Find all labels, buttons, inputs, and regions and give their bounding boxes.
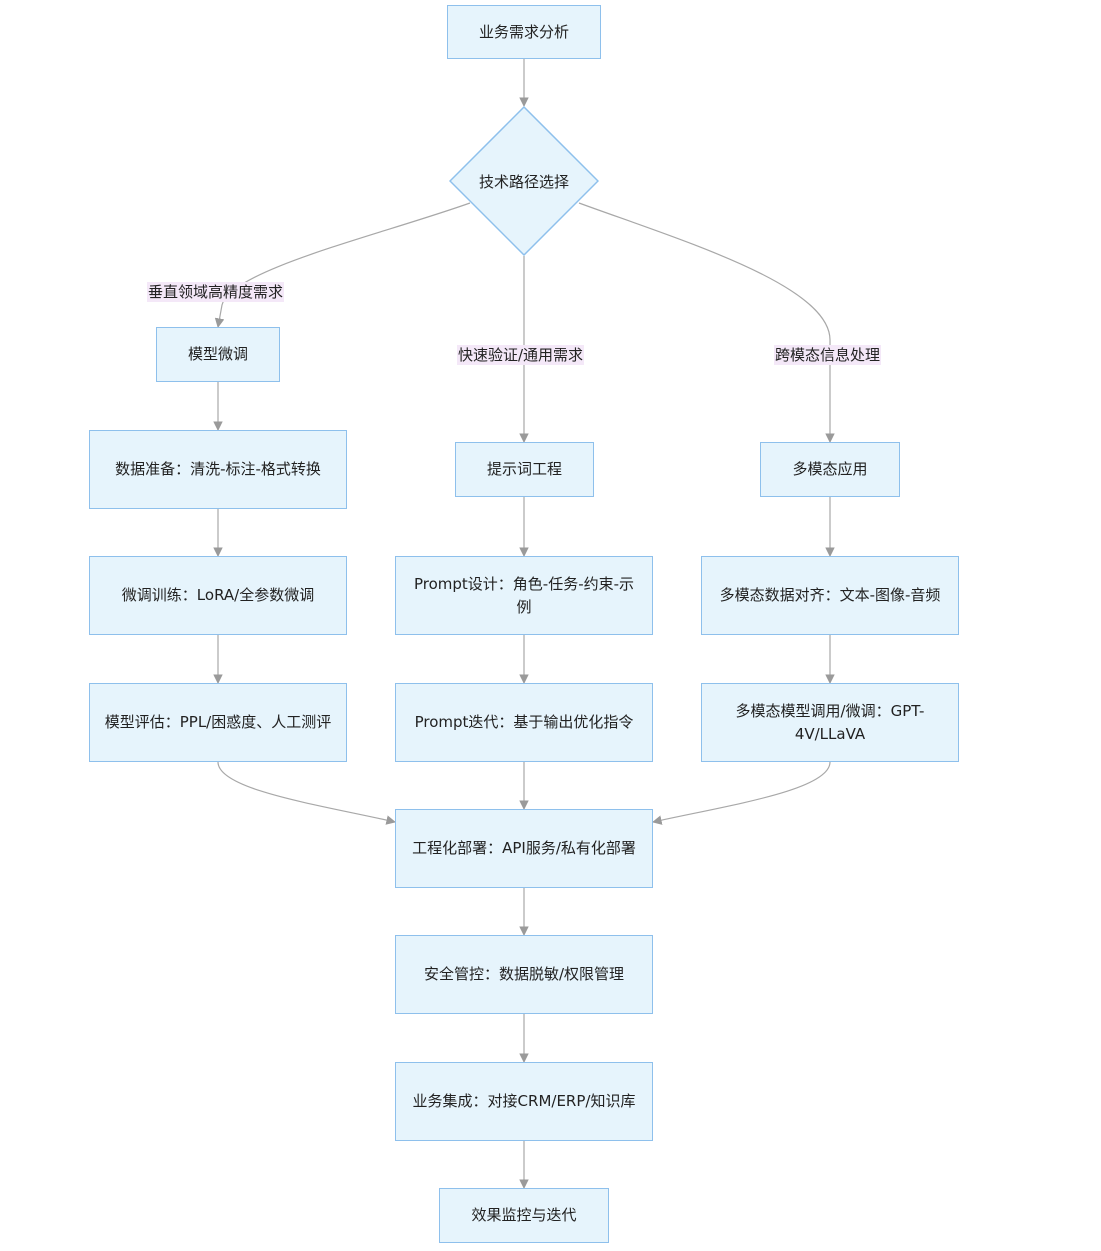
node-data-prep-label: 数据准备：清洗-标注-格式转换 [115,460,321,478]
edge-decision-finetune [214,202,471,328]
edge-decision-multi [578,202,835,443]
edge-fteval-deploy [217,761,396,825]
node-data-prep: 数据准备：清洗-标注-格式转换 [89,430,347,509]
decision-diamond-shape [449,106,599,256]
node-monitoring-label: 效果监控与迭代 [471,1206,577,1224]
node-finetune-label: 模型微调 [187,345,248,363]
node-business-analysis: 业务需求分析 [447,5,601,59]
node-integration: 业务集成：对接CRM/ERP/知识库 [395,1062,653,1141]
node-finetune: 模型微调 [156,327,280,382]
node-prompt-engineering: 提示词工程 [455,442,594,497]
edge-label-quick-validation: 快速验证/通用需求 [457,345,585,365]
node-model-eval: 模型评估：PPL/困惑度、人工测评 [89,683,347,762]
node-prompt-design: Prompt设计：角色-任务-约束-示例 [395,556,653,635]
edge-mmmodel-deploy [652,761,831,825]
node-model-eval-label: 模型评估：PPL/困惑度、人工测评 [104,713,332,731]
node-integration-label: 业务集成：对接CRM/ERP/知识库 [412,1092,636,1110]
node-monitoring: 效果监控与迭代 [439,1188,609,1243]
node-deployment-label: 工程化部署：API服务/私有化部署 [412,839,636,857]
node-business-analysis-label: 业务需求分析 [478,22,569,41]
edge-label-cross-modal: 跨模态信息处理 [774,345,882,365]
node-multimodal: 多模态应用 [760,442,900,497]
node-prompt-iteration-label: Prompt迭代：基于输出优化指令 [414,713,634,731]
node-ft-training-label: 微调训练：LoRA/全参数微调 [121,586,315,604]
node-security: 安全管控：数据脱敏/权限管理 [395,935,653,1014]
node-mm-model-label: 多模态模型调用/微调：GPT-4V/LLaVA [735,701,925,743]
node-mm-model: 多模态模型调用/微调：GPT-4V/LLaVA [701,683,959,762]
decision-tech-path: 技术路径选择 [449,106,599,256]
node-mm-alignment-label: 多模态数据对齐：文本-图像-音频 [719,586,941,604]
node-security-label: 安全管控：数据脱敏/权限管理 [423,965,625,983]
edge-label-vertical-domain: 垂直领域高精度需求 [147,282,285,302]
node-mm-alignment: 多模态数据对齐：文本-图像-音频 [701,556,959,635]
node-prompt-design-label: Prompt设计：角色-任务-约束-示例 [413,574,635,616]
node-multimodal-label: 多模态应用 [792,460,868,478]
decision-tech-path-label: 技术路径选择 [478,172,569,191]
node-deployment: 工程化部署：API服务/私有化部署 [395,809,653,888]
node-prompt-engineering-label: 提示词工程 [486,460,562,478]
node-prompt-iteration: Prompt迭代：基于输出优化指令 [395,683,653,762]
node-ft-training: 微调训练：LoRA/全参数微调 [89,556,347,635]
